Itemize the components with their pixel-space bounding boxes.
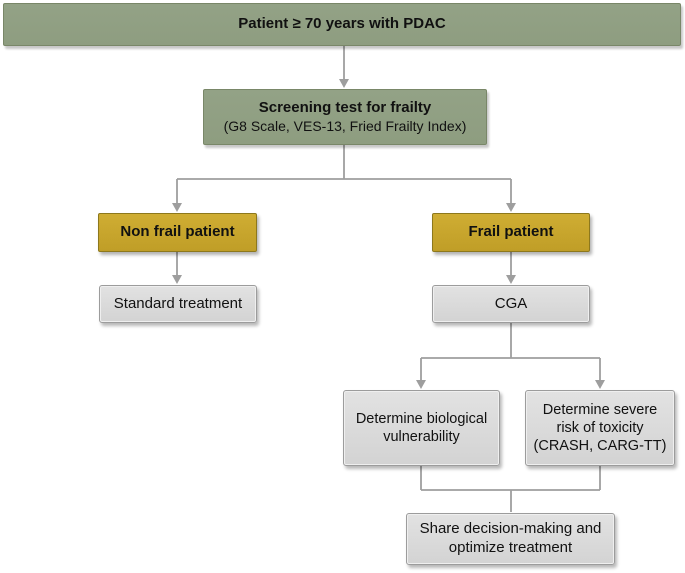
node-toxicity-risk-label: Determine severe risk of toxicity (CRASH… <box>533 401 667 455</box>
connector-nonfrail-standard <box>172 252 182 284</box>
node-frail: Frail patient <box>432 213 590 252</box>
connector-screening-split <box>172 145 516 212</box>
node-standard-treatment-label: Standard treatment <box>113 294 243 312</box>
node-screening-title: Screening test for frailty <box>258 98 432 116</box>
node-non-frail: Non frail patient <box>98 213 257 252</box>
node-biological-vulnerability: Determine biological vulnerability <box>343 390 500 466</box>
node-cga: CGA <box>432 285 590 323</box>
node-non-frail-label: Non frail patient <box>120 223 235 241</box>
node-patient-label: Patient ≥ 70 years with PDAC <box>238 15 446 33</box>
node-screening-subtitle: (G8 Scale, VES-13, Fried Frailty Index) <box>223 117 467 134</box>
node-biological-vulnerability-label: Determine biological vulnerability <box>355 410 488 445</box>
node-cga-label: CGA <box>494 294 528 312</box>
connector-cga-split <box>416 323 605 389</box>
node-shared-decision-label: Share decision-making and optimize treat… <box>419 520 602 556</box>
node-standard-treatment: Standard treatment <box>99 285 257 323</box>
connector-patient-screening <box>339 46 349 88</box>
node-frail-label: Frail patient <box>468 223 554 241</box>
node-screening: Screening test for frailty (G8 Scale, VE… <box>203 89 487 145</box>
connector-merge-shared <box>420 466 601 512</box>
node-patient: Patient ≥ 70 years with PDAC <box>3 3 681 46</box>
node-shared-decision: Share decision-making and optimize treat… <box>406 513 615 565</box>
connector-frail-cga <box>506 252 516 284</box>
node-toxicity-risk: Determine severe risk of toxicity (CRASH… <box>525 390 675 466</box>
